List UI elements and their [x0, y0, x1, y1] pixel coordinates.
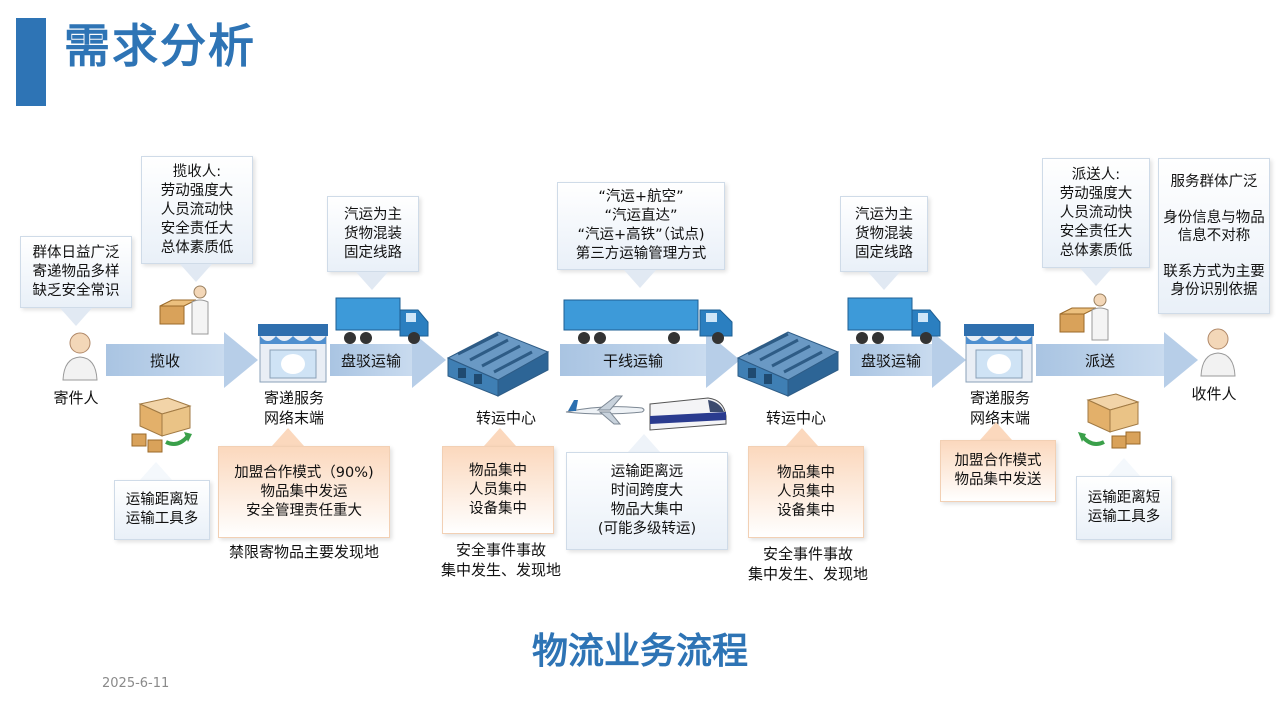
flow-arrow-trunk-transport: 干线运输	[560, 332, 740, 388]
node-label-hub-1: 转运中心	[475, 409, 536, 427]
arrow-shaft	[106, 344, 224, 376]
train-icon	[649, 397, 727, 431]
callout-hub-2-concentration: 物品集中 人员集中 设备集中	[748, 446, 864, 538]
worker-with-boxes-icon	[1059, 293, 1109, 341]
arrow-shaft	[1036, 344, 1164, 376]
arrow-label: 揽收	[149, 351, 180, 370]
callout-tail	[180, 264, 212, 282]
warehouse-icon	[446, 331, 550, 397]
arrow-label: 干线运输	[602, 351, 663, 370]
node-label-sender: 寄件人	[53, 389, 99, 407]
airplane-icon	[565, 395, 645, 425]
callout-trunk-characteristics: 运输距离远 时间跨度大 物品大集中 (可能多级转运)	[566, 452, 728, 550]
callout-text: 运输距离远 时间跨度大 物品大集中 (可能多级转运)	[597, 464, 697, 537]
van-with-boxes-icon	[1078, 393, 1141, 449]
arrow-head	[1164, 332, 1198, 388]
person-icon	[62, 332, 98, 381]
callout-trunk-modes: “汽运+航空” “汽运直达” “汽运+高铁”（试点) 第三方运输管理方式	[557, 182, 725, 270]
callout-text: 物品集中 人员集中 设备集中	[777, 464, 835, 519]
callout-collect-transport: 运输距离短 运输工具多	[114, 480, 210, 540]
callout-tail	[272, 428, 304, 446]
callout-tail	[628, 434, 660, 452]
slide-date: 2025-6-11	[102, 676, 170, 691]
callout-tail	[1108, 458, 1140, 476]
truck-icon	[335, 297, 429, 344]
node-label-hub-2: 转运中心	[765, 409, 826, 427]
flow-arrow-collect: 揽收	[106, 332, 258, 388]
arrow-shaft	[330, 344, 412, 376]
callout-text: 运输距离短 运输工具多	[125, 492, 199, 527]
callout-text: 派送人: 劳动强度大 人员流动快 安全责任大 总体素质低	[1059, 166, 1133, 259]
store-icon	[258, 324, 328, 383]
truck-icon	[847, 297, 941, 344]
callout-text: “汽运+航空” “汽运直达” “汽运+高铁”（试点) 第三方运输管理方式	[575, 189, 707, 262]
callout-tail	[60, 308, 92, 326]
callout-text: 运输距离短 运输工具多	[1087, 490, 1161, 525]
callout-deliver-transport: 运输距离短 运输工具多	[1076, 476, 1172, 540]
node-label-receiver: 收件人	[1191, 385, 1237, 403]
worker-with-boxes-icon	[159, 285, 209, 335]
callout-text: 服务群体广泛 身份信息与物品信息不对称 联系方式为主要身份识别依据	[1163, 174, 1265, 298]
arrow-head	[932, 332, 966, 388]
callout-text: 物品集中 人员集中 设备集中	[469, 462, 527, 517]
callout-tail	[786, 428, 818, 446]
note-hub-2: 安全事件事故 集中发生、发现地	[747, 545, 868, 583]
store-icon	[964, 324, 1034, 383]
note-terminal-1: 禁限寄物品主要发现地	[228, 543, 379, 561]
person-icon	[1200, 328, 1236, 377]
callout-short-haul-2: 汽运为主 货物混装 固定线路	[840, 196, 928, 272]
arrow-label: 盘驳运输	[860, 351, 921, 370]
callout-tail	[624, 270, 656, 288]
callout-courier-notes: 派送人: 劳动强度大 人员流动快 安全责任大 总体素质低	[1042, 158, 1150, 268]
callout-short-haul-1: 汽运为主 货物混装 固定线路	[327, 196, 419, 272]
van-with-boxes-icon	[131, 397, 192, 453]
arrow-label: 派送	[1084, 351, 1115, 370]
arrow-shaft	[850, 344, 932, 376]
truck-icon	[563, 299, 733, 344]
callout-franchise-2: 加盟合作模式 物品集中发送	[940, 440, 1056, 502]
callout-text: 汽运为主 货物混装 固定线路	[344, 206, 402, 261]
node-label-terminal-1: 寄递服务 网络末端	[263, 389, 324, 427]
callout-text: 加盟合作模式 物品集中发送	[954, 453, 1042, 488]
callout-tail	[140, 462, 172, 480]
diagram-title: 物流业务流程	[531, 631, 748, 672]
page-title: 需求分析	[64, 19, 256, 73]
callout-text: 加盟合作模式（90%) 物品集中发运 安全管理责任重大	[234, 464, 374, 519]
callout-tail	[1080, 268, 1112, 286]
callout-sender-notes: 群体日益广泛 寄递物品多样 缺乏安全常识	[20, 236, 132, 308]
callout-tail	[356, 272, 388, 290]
callout-tail	[980, 422, 1012, 440]
callout-tail	[484, 428, 516, 446]
callout-franchise-1: 加盟合作模式（90%) 物品集中发运 安全管理责任重大	[218, 446, 390, 538]
callout-text: 揽收人: 劳动强度大 人员流动快 安全责任大 总体素质低	[160, 163, 234, 256]
arrow-head	[224, 332, 258, 388]
callout-tail	[868, 272, 900, 290]
callout-collector-notes: 揽收人: 劳动强度大 人员流动快 安全责任大 总体素质低	[141, 156, 253, 264]
warehouse-icon	[736, 331, 840, 397]
callout-text: 群体日益广泛 寄递物品多样 缺乏安全常识	[32, 244, 120, 299]
arrow-shaft	[560, 344, 706, 376]
title-accent-bar	[16, 18, 46, 106]
callout-text: 汽运为主 货物混装 固定线路	[855, 206, 913, 261]
callout-receiver-notes: 服务群体广泛 身份信息与物品信息不对称 联系方式为主要身份识别依据	[1158, 158, 1270, 314]
flow-arrow-deliver: 派送	[1036, 332, 1198, 388]
arrow-head	[706, 332, 740, 388]
flow-arrow-short-transport-2: 盘驳运输	[850, 332, 966, 388]
callout-hub-1-concentration: 物品集中 人员集中 设备集中	[442, 446, 554, 534]
arrow-label: 盘驳运输	[340, 351, 401, 370]
note-hub-1: 安全事件事故 集中发生、发现地	[440, 541, 561, 579]
